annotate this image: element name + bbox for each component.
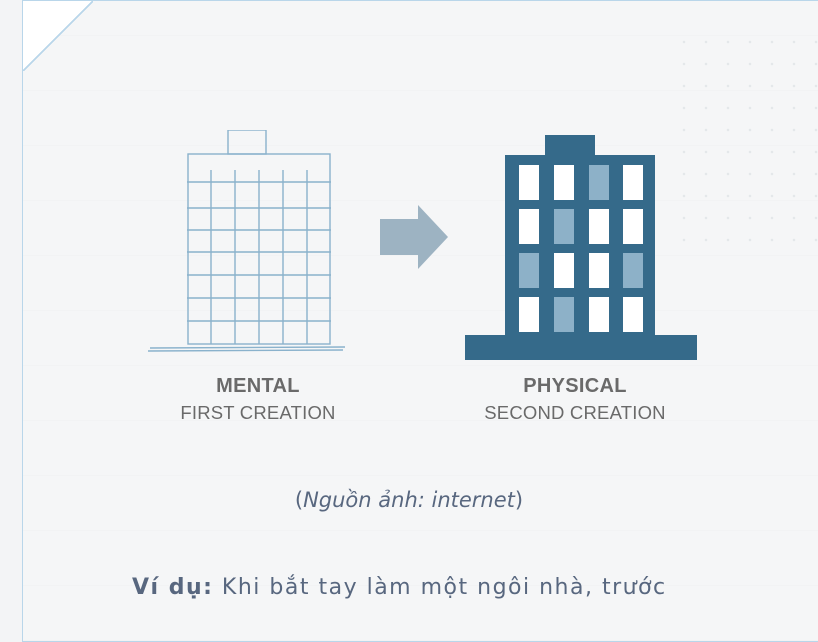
- image-source-caption: (Nguồn ảnh: internet): [0, 488, 818, 512]
- second-creation-label: SECOND CREATION: [484, 402, 666, 423]
- dot-pattern-decoration: [673, 31, 818, 251]
- arrow-right-icon: [380, 205, 448, 269]
- mental-label: MENTAL: [216, 375, 300, 397]
- source-close-paren: ): [514, 488, 524, 512]
- source-text: Nguồn ảnh: internet: [303, 488, 515, 512]
- card-corner-decoration: [23, 1, 93, 71]
- example-text: Khi bắt tay làm một ngôi nhà, trước: [213, 575, 667, 600]
- example-lead: Ví dụ:: [132, 575, 214, 600]
- building-icon: [465, 135, 697, 360]
- illustration: [145, 120, 705, 370]
- article-card: [22, 0, 818, 642]
- example-paragraph: Ví dụ: Khi bắt tay làm một ngôi nhà, trư…: [132, 575, 818, 600]
- source-open-paren: (: [294, 488, 304, 512]
- first-creation-label: FIRST CREATION: [180, 402, 336, 423]
- building-sketch-icon: [147, 130, 345, 352]
- physical-label: PHYSICAL: [523, 375, 627, 397]
